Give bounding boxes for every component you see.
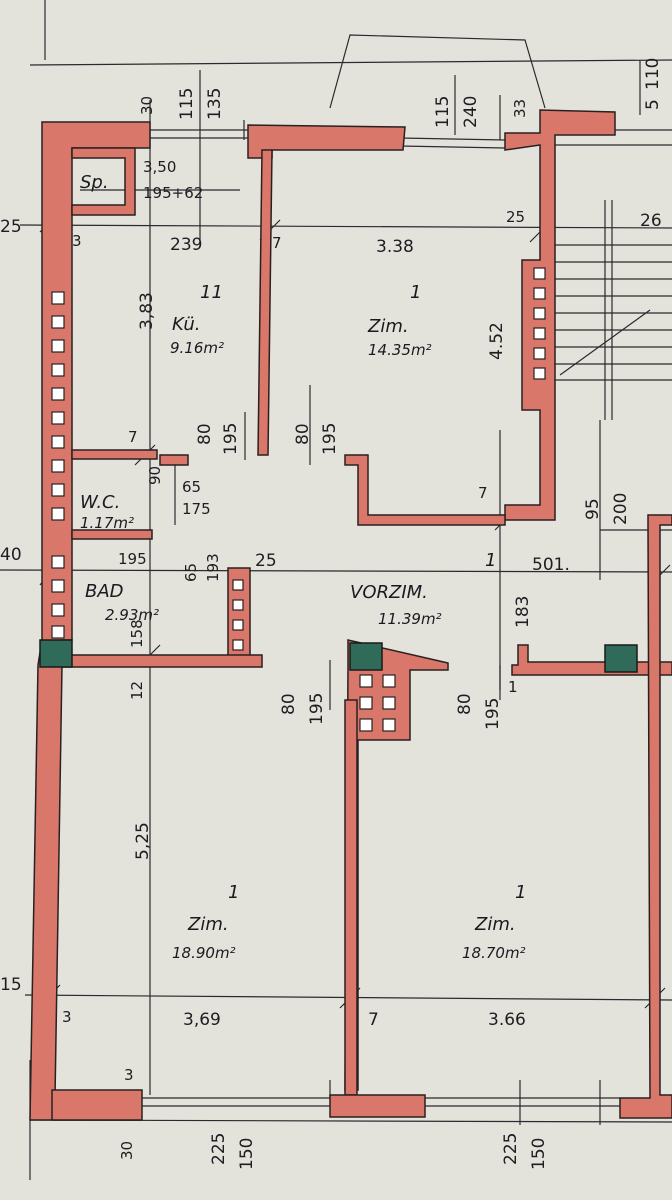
- dim-200: 200: [611, 493, 631, 525]
- dim-3: 3: [72, 232, 82, 250]
- dim-195-e: 195: [483, 698, 503, 730]
- dim-225: 225: [209, 1133, 229, 1165]
- dim-115: 115: [177, 88, 197, 120]
- room-label-vorzim: VORZIM.: [350, 582, 428, 603]
- dim-195-c: 195: [118, 550, 147, 568]
- dim-338: 3.38: [376, 237, 414, 257]
- dim-7-b: 7: [128, 428, 138, 446]
- dim-25-b: 25: [506, 208, 525, 226]
- dimension-labels: 115 135 30 3,50 195+62 115 240 33 110 5 …: [0, 58, 663, 1170]
- dim-1: 1: [508, 678, 518, 696]
- dim-33: 33: [511, 99, 529, 118]
- dim-7-c: 7: [478, 484, 488, 502]
- dim-195-62: 195+62: [143, 184, 203, 202]
- dim-195-b: 195: [320, 423, 340, 455]
- dim-30-b: 30: [118, 1141, 136, 1160]
- dim-26: 26: [640, 211, 662, 231]
- dim-383: 3,83: [137, 292, 157, 330]
- room-number-vorzim: 1: [485, 550, 496, 571]
- dim-115-b: 115: [433, 96, 453, 128]
- dim-501: 501.: [532, 555, 570, 575]
- dim-183: 183: [513, 596, 533, 628]
- dim-7-d: 7: [368, 1010, 379, 1030]
- room-label-sp: Sp.: [80, 172, 109, 193]
- dim-150: 150: [237, 1138, 257, 1170]
- dim-158: 158: [128, 619, 146, 648]
- dim-369: 3,69: [183, 1010, 221, 1030]
- dim-3-b: 3: [62, 1008, 72, 1026]
- dim-525: 5,25: [133, 822, 153, 860]
- dim-7: 7: [272, 234, 282, 252]
- dim-135: 135: [205, 88, 225, 120]
- dim-452: 4.52: [487, 322, 507, 360]
- dim-80-b: 80: [293, 423, 313, 445]
- dim-110: 110: [643, 58, 663, 90]
- room-label-wc: W.C.: [80, 492, 120, 513]
- room-label-zim-left: Zim.: [187, 914, 229, 935]
- dim-193: 193: [204, 553, 222, 582]
- room-label-zim-right: Zim.: [474, 914, 516, 935]
- dim-95: 95: [583, 498, 603, 520]
- room-area-bad: 2.93m²: [105, 606, 159, 624]
- dim-350: 3,50: [143, 158, 176, 176]
- dim-65: 65: [182, 478, 201, 496]
- dim-3-c: 3: [124, 1066, 134, 1084]
- dim-80-c: 80: [279, 693, 299, 715]
- room-area-vorzim: 11.39m²: [378, 610, 442, 628]
- room-label-kueche: Kü.: [172, 314, 200, 335]
- room-number-kueche: 11: [200, 282, 223, 303]
- dim-5: 5: [643, 99, 663, 110]
- room-area-zim-left: 18.90m²: [172, 944, 236, 962]
- dim-12: 12: [128, 681, 146, 700]
- dim-240: 240: [461, 96, 481, 128]
- dim-15: 15: [0, 975, 22, 995]
- dim-80: 80: [195, 423, 215, 445]
- room-area-zim-right: 18.70m²: [462, 944, 526, 962]
- room-labels: Sp. 11 Kü. 9.16m² 1 Zim. 14.35m² W.C. 1.…: [80, 172, 526, 962]
- dim-25-c: 25: [255, 551, 277, 571]
- dim-195: 195: [221, 423, 241, 455]
- dim-150-b: 150: [529, 1138, 549, 1170]
- room-label-bad: BAD: [85, 581, 124, 602]
- dim-366: 3.66: [488, 1010, 526, 1030]
- dim-239: 239: [170, 235, 202, 255]
- dim-40: 40: [0, 545, 22, 565]
- columns: [39, 639, 638, 673]
- room-label-zim-top: Zim.: [367, 316, 409, 337]
- dim-195-d: 195: [307, 693, 327, 725]
- room-number-zim-right: 1: [515, 882, 526, 903]
- staircase: [555, 129, 672, 420]
- dim-65-b: 65: [182, 563, 200, 582]
- chimney-flues: [51, 267, 546, 732]
- dim-225-b: 225: [501, 1133, 521, 1165]
- dim-80-d: 80: [455, 693, 475, 715]
- dim-25: 25: [0, 217, 22, 237]
- room-number-zim-left: 1: [228, 882, 239, 903]
- room-number-zim-top: 1: [410, 282, 421, 303]
- room-area-wc: 1.17m²: [80, 514, 134, 532]
- dim-30: 30: [138, 96, 156, 115]
- dim-175: 175: [182, 500, 211, 518]
- room-area-zim-top: 14.35m²: [368, 341, 432, 359]
- dim-90: 90: [146, 466, 164, 485]
- room-area-kueche: 9.16m²: [170, 339, 224, 357]
